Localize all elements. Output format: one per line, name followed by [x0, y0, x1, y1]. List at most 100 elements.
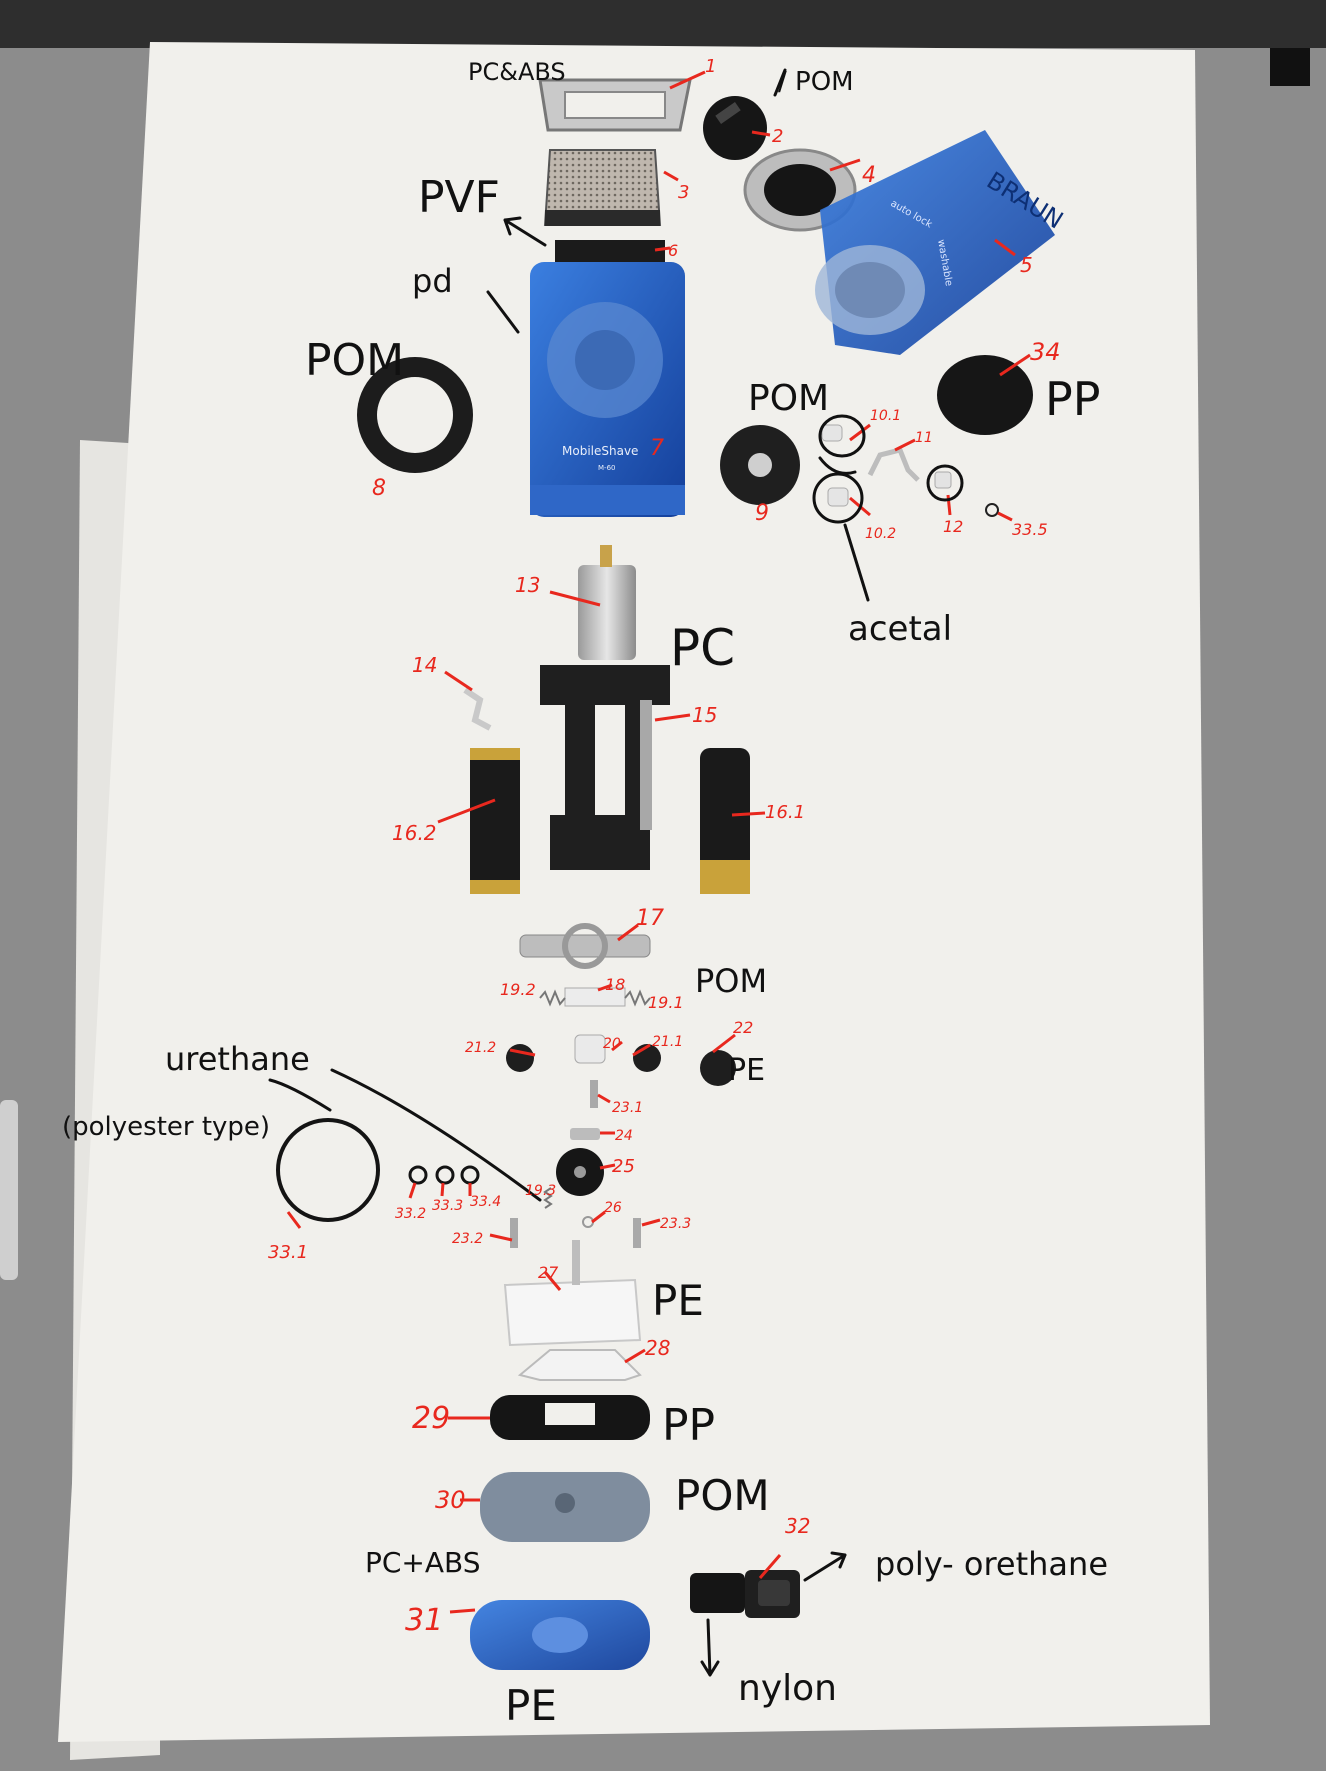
- num-21-2: 21.2: [465, 1040, 496, 1056]
- part-2-black-knob: [703, 96, 767, 160]
- part-4-silver-ring: [743, 148, 857, 232]
- housing-model-code: M-60: [598, 464, 615, 472]
- part-24-metal-clip: [570, 1128, 600, 1140]
- part-29-black-tray: [490, 1395, 650, 1440]
- part-21-2-black-clip: [506, 1044, 534, 1072]
- label-pc-abs-bottom: PC+ABS: [365, 1546, 481, 1579]
- part-14-contact: [463, 687, 492, 731]
- label-pom-middle: POM: [748, 378, 829, 419]
- num-14: 14: [412, 653, 437, 677]
- part-16-1-battery: [700, 748, 750, 894]
- num-16-2: 16.2: [392, 821, 437, 845]
- label-poly-urethane: poly- orethane: [875, 1545, 1108, 1583]
- part-19-3-spring: [543, 1187, 553, 1209]
- num-24: 24: [615, 1128, 633, 1144]
- num-20: 20: [603, 1036, 621, 1052]
- part-13-motor: [578, 545, 636, 660]
- part-17-bracket: [519, 923, 651, 969]
- label-pp-lower: PP: [662, 1400, 715, 1451]
- label-pom-bottom: POM: [675, 1471, 770, 1520]
- num-33-4: 33.4: [470, 1194, 501, 1210]
- num-33-3: 33.3: [432, 1198, 463, 1214]
- part-23-3-screw: [633, 1218, 641, 1248]
- num-9: 9: [755, 501, 769, 526]
- part-7-main-housing: MobileShave M-60: [530, 262, 685, 517]
- num-22: 22: [733, 1018, 753, 1037]
- part-number-labels: 1 2 3 4 5 6 7 8 9 34 10.1 11 10.2 12 33.…: [268, 56, 1061, 1638]
- num-13: 13: [515, 573, 540, 597]
- part-32-brush: [690, 1570, 800, 1618]
- part-6-trimmer-comb: [555, 240, 665, 262]
- num-21-1: 21.1: [652, 1034, 683, 1050]
- part-33-3-oring: [435, 1165, 455, 1185]
- num-19-1: 19.1: [648, 993, 684, 1012]
- label-pc: PC: [670, 619, 735, 677]
- num-6: 6: [668, 241, 678, 260]
- label-pc-abs-top: PC&ABS: [468, 58, 566, 86]
- label-polyester-type: (polyester type): [62, 1112, 270, 1142]
- part-33-5-oring: [985, 503, 999, 517]
- part-33-2-oring: [408, 1165, 428, 1185]
- part-5-blue-cap: BRAUN auto lock washable: [815, 130, 1068, 355]
- part-34-black-disk: [937, 355, 1033, 435]
- part-19-1-spring: [624, 989, 651, 1007]
- part-19-2-spring: [539, 989, 566, 1007]
- num-34: 34: [1030, 338, 1061, 366]
- part-30-grey-base: [480, 1472, 650, 1542]
- num-18: 18: [605, 975, 625, 994]
- label-pom-left: POM: [305, 335, 404, 386]
- label-pd: pd: [412, 262, 453, 300]
- part-12-small-part: [934, 471, 952, 489]
- label-pom-top-right: / POM: [778, 67, 854, 97]
- part-8-black-ring: [357, 357, 473, 473]
- part-15-chassis: [540, 665, 670, 870]
- num-26: 26: [604, 1200, 622, 1216]
- housing-model-text: MobileShave: [562, 444, 638, 458]
- num-7: 7: [650, 436, 664, 461]
- num-12: 12: [943, 517, 963, 536]
- num-11: 11: [915, 430, 933, 446]
- num-33-5: 33.5: [1012, 520, 1048, 539]
- num-1: 1: [705, 56, 716, 77]
- num-29: 29: [412, 1401, 450, 1436]
- part-23-1-screw: [590, 1080, 598, 1108]
- num-5: 5: [1020, 253, 1033, 277]
- label-pom-lower: POM: [695, 962, 767, 1000]
- num-15: 15: [692, 703, 717, 727]
- num-31: 31: [405, 1603, 443, 1638]
- num-23-3: 23.3: [660, 1216, 691, 1232]
- label-pe-bottom: PE: [505, 1681, 557, 1730]
- num-8: 8: [372, 476, 386, 501]
- part-11-wire-spring: [867, 447, 920, 482]
- part-10-1-clip: [821, 424, 843, 442]
- paper-sheet: [58, 42, 1210, 1742]
- num-17: 17: [636, 906, 664, 931]
- red-leader-lines: [286, 70, 1031, 1614]
- num-23-2: 23.2: [452, 1231, 483, 1247]
- top-dark-edge: [0, 0, 1326, 48]
- part-27-white-frame: [503, 1240, 642, 1347]
- num-27: 27: [538, 1263, 559, 1282]
- label-acetal: acetal: [848, 609, 952, 649]
- num-10-2: 10.2: [865, 526, 896, 542]
- num-33-2: 33.2: [395, 1206, 426, 1222]
- part-10-2-clip: [827, 487, 849, 507]
- num-16-1: 16.1: [765, 802, 805, 823]
- num-30: 30: [435, 1486, 466, 1514]
- label-pe-small: PE: [728, 1053, 765, 1088]
- side-object: [0, 1100, 18, 1280]
- label-pe-frame: PE: [652, 1276, 704, 1325]
- num-4: 4: [862, 163, 876, 188]
- part-20-white-clip: [574, 1034, 606, 1064]
- part-31-blue-bottom-cover: [470, 1600, 650, 1670]
- num-33-1: 33.1: [268, 1242, 308, 1263]
- material-labels: PC&ABS / POM PVF pd POM PP POM acetal PC…: [62, 58, 1108, 1730]
- num-28: 28: [645, 1336, 670, 1360]
- num-19-3: 19.3: [525, 1183, 556, 1199]
- label-pp-right: PP: [1045, 372, 1100, 426]
- label-nylon: nylon: [738, 1668, 837, 1709]
- part-23-2-screw: [510, 1218, 518, 1248]
- num-32: 32: [785, 1514, 810, 1538]
- num-19-2: 19.2: [500, 980, 536, 999]
